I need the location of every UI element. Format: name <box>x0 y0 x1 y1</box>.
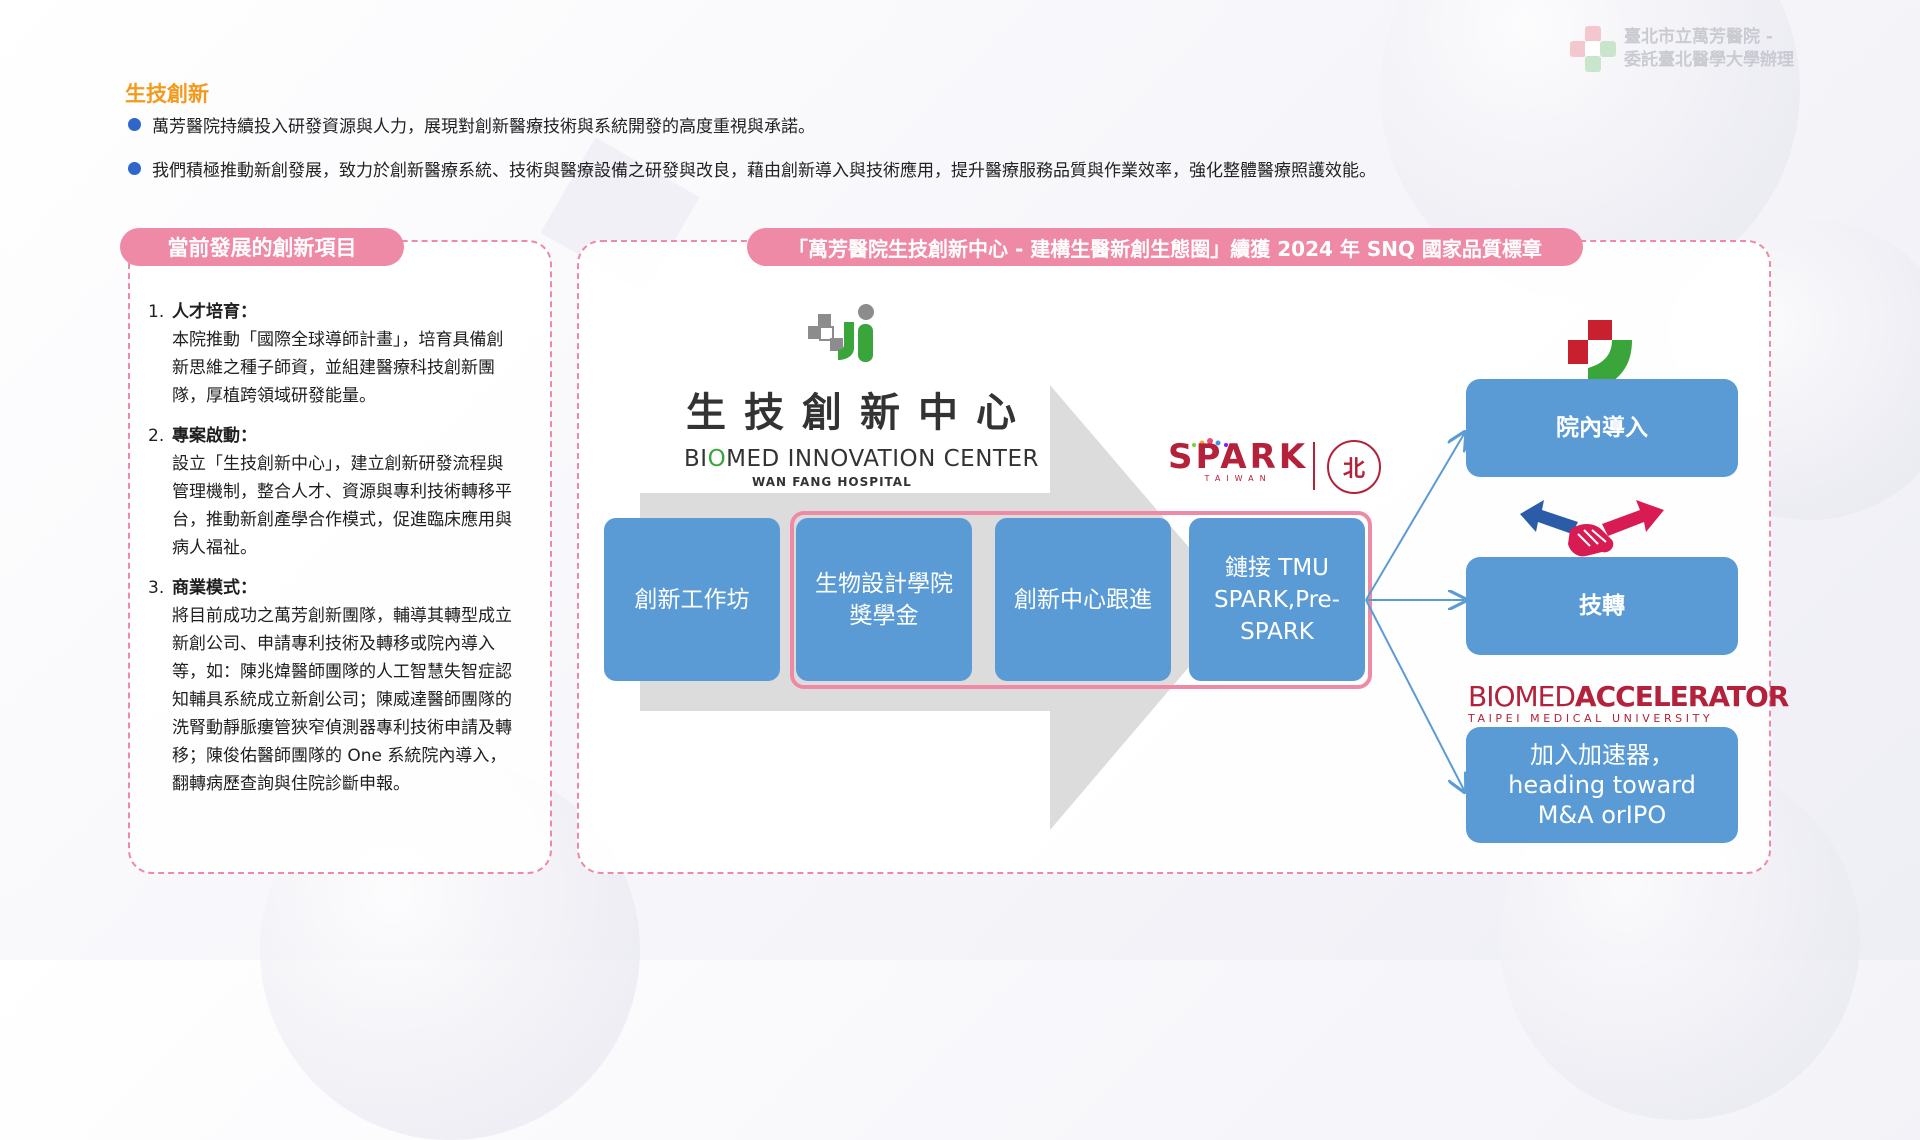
outcome-connectors <box>1365 420 1474 800</box>
biomed-accelerator-logo: BIOMEDACCELERATOR TAIPEI MEDICAL UNIVERS… <box>1468 680 1789 726</box>
list-item-number: 3. <box>148 578 165 598</box>
step-biodesign-scholarship: 生物設計學院 獎學金 <box>796 518 972 681</box>
step-center-follow-up: 創新中心跟進 <box>995 518 1171 681</box>
accelerator-word-a: BIOMED <box>1468 680 1576 713</box>
snq-award-title: 「萬芳醫院生技創新中心 - 建構生醫新創生態圈」續獲 2024 年 SNQ 國家… <box>747 228 1583 266</box>
bic-logo-icon <box>808 304 874 362</box>
step-tmu-spark-link: 鏈接 TMU SPARK,Pre- SPARK <box>1189 518 1365 681</box>
tmu-seal-icon: 北 <box>1327 440 1381 494</box>
list-item-heading: 專案啟動： <box>172 426 257 446</box>
step-label: 創新中心跟進 <box>1014 586 1152 613</box>
list-item-text: 設立「生技創新中心」，建立創新研發流程與管理機制，整合人才、資源與專利技術轉移平… <box>172 454 512 558</box>
hospital-logo: 臺北市立萬芳醫院 - 委託臺北醫學大學辦理 <box>1570 26 1794 72</box>
hospital-name-line2: 委託臺北醫學大學辦理 <box>1624 50 1794 70</box>
bullet-dot-icon <box>128 162 141 175</box>
bullet-list: 萬芳醫院持續投入研發資源與人力，展現對創新醫療技術與系統開發的高度重視與承諾。 … <box>128 112 1376 200</box>
innovation-projects-panel <box>128 240 552 874</box>
hospital-cross-icon <box>1568 320 1632 386</box>
list-item-text: 本院推動「國際全球導師計畫」，培育具備創新思維之種子師資，並組建醫療科技創新團隊… <box>172 330 504 406</box>
list-item: 2. 專案啟動： 設立「生技創新中心」，建立創新研發流程與管理機制，整合人才、資… <box>148 422 516 562</box>
list-item: 1. 人才培育： 本院推動「國際全球導師計畫」，培育具備創新思維之種子師資，並組… <box>148 298 516 410</box>
outcome-accelerator: 加入加速器， heading toward M&A orIPO <box>1466 727 1738 843</box>
hospital-name-line1: 臺北市立萬芳醫院 - <box>1624 27 1773 47</box>
bullet-dot-icon <box>128 118 141 131</box>
outcome-label: 院內導入 <box>1556 415 1648 441</box>
bullet-item: 我們積極推動新創發展，致力於創新醫療系統、技術與醫療設備之研發與改良，藉由創新導… <box>128 156 1376 181</box>
list-item-number: 2. <box>148 426 165 446</box>
bullet-text: 萬芳醫院持續投入研發資源與人力，展現對創新醫療技術與系統開發的高度重視與承諾。 <box>152 117 815 137</box>
spark-word: SPARK <box>1168 437 1309 477</box>
spark-divider <box>1313 442 1315 490</box>
step-innovation-workshop: 創新工作坊 <box>604 518 780 681</box>
innovation-projects-title: 當前發展的創新項目 <box>120 228 404 266</box>
spark-subtitle: TAIWAN <box>1204 474 1272 483</box>
list-item-heading: 商業模式： <box>172 578 257 598</box>
list-item-number: 1. <box>148 302 165 322</box>
bic-english-name: BIOMED INNOVATION CENTER <box>684 446 1039 472</box>
spark-logo: SPARK TAIWAN <box>1168 440 1308 483</box>
accelerator-subtitle: TAIPEI MEDICAL UNIVERSITY <box>1468 712 1714 725</box>
list-item-text: 將目前成功之萬芳創新團隊，輔導其轉型成立新創公司、申請專利技術及轉移或院內導入等… <box>172 606 512 794</box>
list-item-heading: 人才培育： <box>172 302 257 322</box>
step-label: 生物設計學院 獎學金 <box>815 570 953 629</box>
bullet-item: 萬芳醫院持續投入研發資源與人力，展現對創新醫療技術與系統開發的高度重視與承諾。 <box>128 112 1376 137</box>
outcome-internal-adoption: 院內導入 <box>1466 379 1738 477</box>
list-item: 3. 商業模式： 將目前成功之萬芳創新團隊，輔導其轉型成立新創公司、申請專利技術… <box>148 574 516 798</box>
handshake-icon <box>1520 500 1664 557</box>
step-label: 鏈接 TMU SPARK,Pre- SPARK <box>1214 554 1340 645</box>
spark-dots-icon <box>1192 438 1228 447</box>
bic-subtitle: WAN FANG HOSPITAL <box>752 475 912 489</box>
outcome-tech-transfer: 技轉 <box>1466 557 1738 655</box>
accelerator-word-b: ACCELERATOR <box>1574 680 1789 713</box>
hospital-logo-icon <box>1570 26 1616 72</box>
bic-chinese-name: 生技創新中心 <box>686 390 1034 436</box>
bullet-text: 我們積極推動新創發展，致力於創新醫療系統、技術與醫療設備之研發與改良，藉由創新導… <box>152 161 1376 181</box>
outcome-label: 加入加速器， heading toward M&A orIPO <box>1508 741 1696 829</box>
step-label: 創新工作坊 <box>634 586 750 613</box>
innovation-projects-list: 1. 人才培育： 本院推動「國際全球導師計畫」，培育具備創新思維之種子師資，並組… <box>148 298 516 810</box>
section-title: 生技創新 <box>125 82 209 106</box>
outcome-label: 技轉 <box>1579 593 1625 619</box>
